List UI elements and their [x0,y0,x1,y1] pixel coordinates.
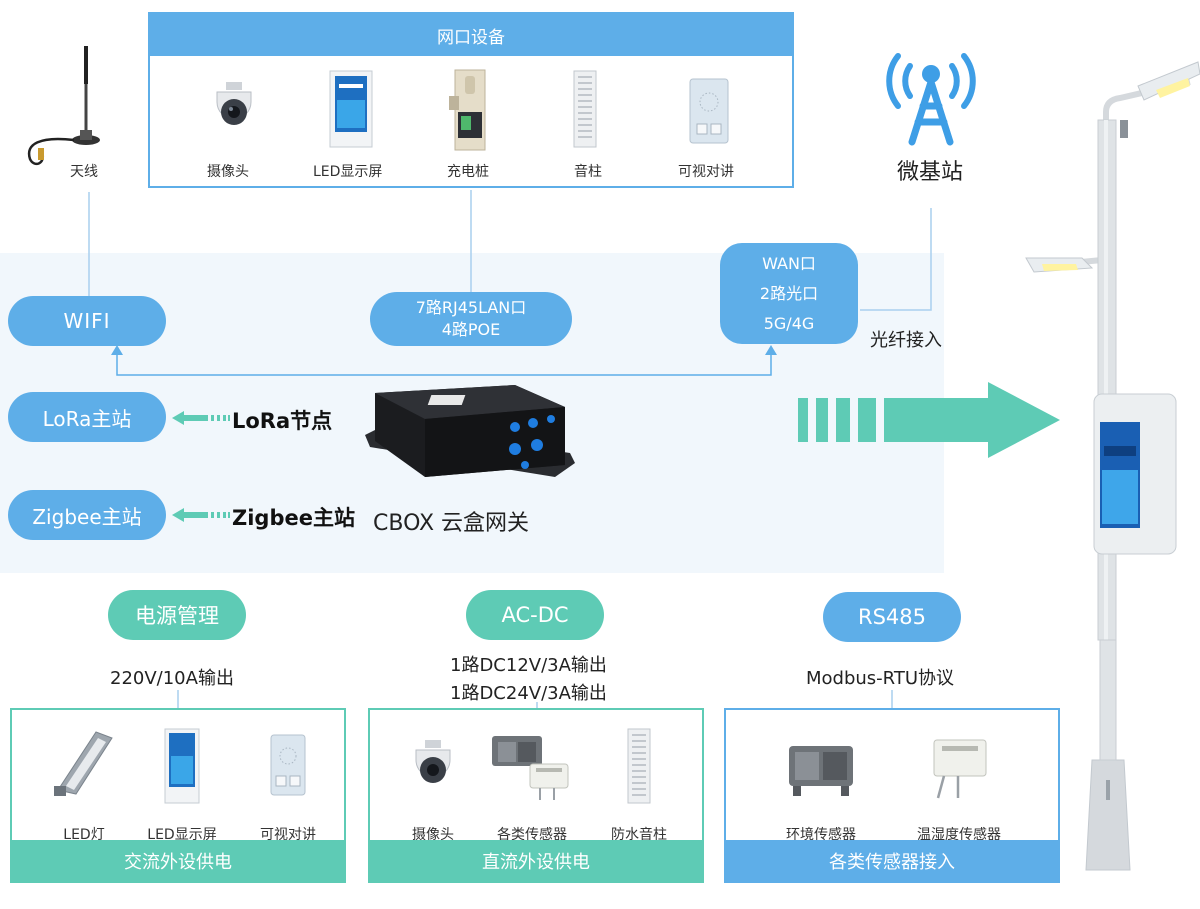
device-humidity-sensor-label: 温湿度传感器 [917,827,1001,843]
dc-supply-title: 直流外设供电 [370,840,702,881]
sound-column-icon [573,70,597,148]
sensor-access-box: 环境传感器 温湿度传感器 各类传感器接入 [724,708,1060,883]
gateway-label: CBOX 云盒网关 [373,511,530,536]
base-station-icon [886,53,976,146]
dome-camera-icon [415,740,451,783]
dc-supply-box: 摄像头 各类传感器 防水音柱 直流外设供电 [368,708,704,883]
sensor-access-title: 各类传感器接入 [726,840,1058,881]
lan-devices-title: 网口设备 [150,14,792,56]
rs485-pill: RS485 [823,592,961,642]
wifi-pill: WIFI [8,296,166,346]
acdc-output2: 1路DC24V/3A输出 [450,683,607,704]
device-intercom [686,78,732,144]
lan-line1: 7路RJ45LAN口 [415,298,527,317]
antenna-icon [27,46,100,166]
device-camera [195,80,273,140]
power-management-label: 电源管理 [135,604,219,628]
device-dc-sound-column-label: 防水音柱 [611,827,667,843]
intercom-icon [689,78,729,144]
rs485-protocol: Modbus-RTU协议 [806,668,955,689]
environment-sensor-icon [789,746,853,796]
rs485-label: RS485 [857,605,926,629]
device-dc-sound-column: 防水音柱 [611,728,667,843]
device-ac-intercom-label: 可视对讲 [260,827,316,843]
zigbee-master-label: Zigbee主站 [32,504,142,529]
device-intercom-label: 可视对讲 [678,164,734,180]
big-arrow-icon [798,382,1060,458]
device-ac-intercom: 可视对讲 [260,728,316,843]
ac-supply-title: 交流外设供电 [12,840,344,881]
device-led-lamp-label: LED灯 [63,827,105,843]
zigbee-master-pill: Zigbee主站 [8,490,166,540]
wan-line2: 2路光口 [759,283,819,303]
device-camera-label: 摄像头 [207,164,249,180]
device-charging-pile [447,68,493,152]
zigbee-node-label: Zigbee主站 [232,506,355,530]
fiber-label: 光纤接入 [870,330,942,351]
cbox-gateway-icon [365,385,575,477]
led-display-icon [164,728,200,804]
wan-line3: 5G/4G [763,313,815,333]
dome-camera-icon [216,82,252,125]
wan-pill: WAN口 2路光口 5G/4G [720,243,858,344]
zigbee-arrow-icon [172,508,230,522]
sound-column-icon [627,728,651,804]
lora-master-pill: LoRa主站 [8,392,166,442]
led-display-icon [329,70,373,148]
humidity-sensor-icon [933,739,987,799]
lora-arrow-icon [172,411,230,425]
wan-line1: WAN口 [762,253,816,273]
device-humidity-sensor: 温湿度传感器 [917,728,1001,843]
sensor-icon [492,736,569,800]
device-dc-sensors-label: 各类传感器 [497,827,567,843]
power-output-label: 220V/10A输出 [110,668,234,689]
lan-pill: 7路RJ45LAN口 4路POE [370,292,572,346]
charging-pile-icon [449,69,486,151]
device-charging-pile-label: 充电桩 [447,164,489,180]
device-env-sensor-label: 环境传感器 [786,827,856,843]
antenna-label: 天线 [70,164,98,180]
device-ac-led-display: LED显示屏 [147,728,217,843]
device-dc-camera: 摄像头 [408,728,458,843]
device-sound-column [570,70,600,148]
acdc-pill: AC-DC [466,590,604,640]
device-led-display [325,70,377,148]
device-led-lamp: LED灯 [52,728,116,843]
device-sound-column-label: 音柱 [574,164,602,180]
device-ac-led-display-label: LED显示屏 [147,827,217,843]
lora-node-label: LoRa节点 [232,409,333,433]
lan-devices-box: 网口设备 [148,12,794,188]
lan-line2: 4路POE [441,320,501,339]
device-env-sensor: 环境传感器 [786,728,856,843]
base-station-label: 微基站 [897,160,964,185]
device-dc-camera-label: 摄像头 [412,827,454,843]
device-led-display-label: LED显示屏 [313,164,383,180]
device-dc-sensors: 各类传感器 [490,728,574,843]
wifi-label: WIFI [63,309,111,333]
lora-master-label: LoRa主站 [42,406,132,431]
acdc-label: AC-DC [501,603,569,627]
smart-pole-icon [1025,61,1200,871]
acdc-output1: 1路DC12V/3A输出 [450,655,607,676]
intercom-icon [270,734,306,796]
power-management-pill: 电源管理 [108,590,246,640]
ac-supply-box: LED灯 LED显示屏 可视对讲 交流外设供电 [10,708,346,883]
street-lamp-head-icon [54,731,113,796]
